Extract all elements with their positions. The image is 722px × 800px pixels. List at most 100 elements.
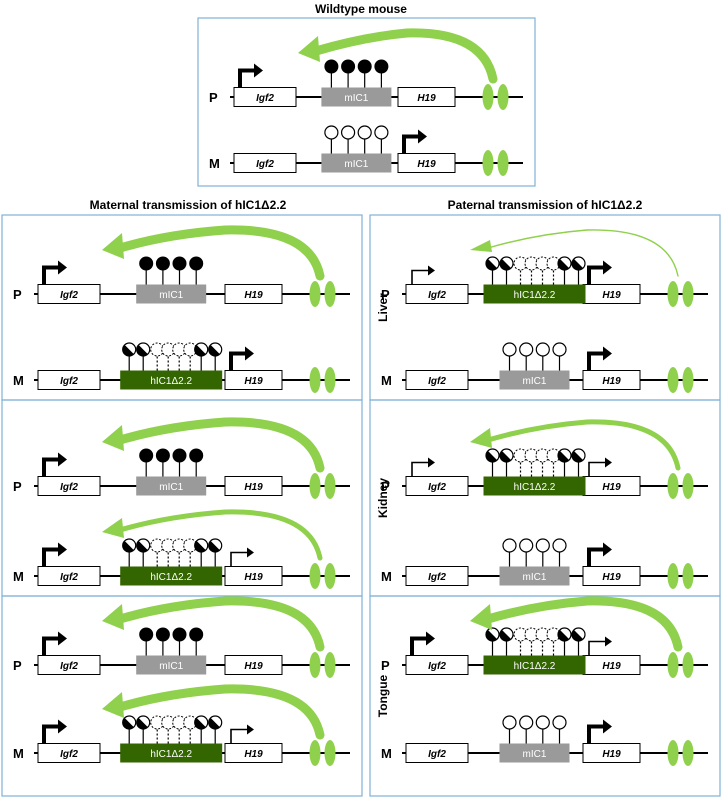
hic1-box bbox=[483, 655, 586, 675]
lollipop-half-fill bbox=[122, 344, 134, 356]
promoter-stem bbox=[42, 457, 58, 477]
h19-gene-box bbox=[397, 87, 456, 107]
half-filled-lollipop-icon bbox=[136, 715, 151, 730]
half-filled-lollipop-icon bbox=[136, 538, 151, 553]
h19-promoter bbox=[230, 547, 254, 567]
igf2-label: Igf2 bbox=[428, 572, 446, 583]
cpg-lollipops bbox=[485, 627, 586, 656]
igf2-promoter bbox=[410, 631, 435, 656]
half-filled-lollipop-icon bbox=[136, 342, 151, 357]
cpg-lollipops bbox=[502, 342, 567, 371]
hic1-label: hIC1Δ2.2 bbox=[150, 376, 192, 387]
mic1-box bbox=[321, 153, 392, 173]
paternal-label: P bbox=[209, 90, 218, 105]
lollipop-half-fill bbox=[208, 540, 220, 552]
enhancer-oval-icon bbox=[324, 473, 336, 499]
promoter-stem bbox=[588, 640, 605, 656]
h19-label: H19 bbox=[602, 572, 621, 583]
enhancer-oval-icon bbox=[324, 563, 336, 589]
enhancer-oval-icon bbox=[482, 84, 494, 110]
igf2-gene-box bbox=[37, 476, 101, 496]
igf2-gene-box bbox=[405, 655, 469, 675]
h19-label: H19 bbox=[417, 159, 436, 170]
loop-arrow-head bbox=[102, 692, 124, 718]
enhancer-oval-icon bbox=[497, 84, 509, 110]
igf2-gene-box bbox=[37, 566, 101, 586]
lollipop-half-fill bbox=[558, 258, 570, 270]
half-filled-lollipop-icon bbox=[571, 256, 586, 271]
half-filled-lollipop-icon bbox=[557, 256, 572, 271]
tissue-label: Tongue bbox=[376, 674, 390, 717]
promoter-stem bbox=[42, 547, 58, 567]
panel-frame bbox=[369, 595, 721, 797]
h19-gene-box bbox=[224, 370, 283, 390]
igf2-gene-box bbox=[405, 566, 469, 586]
promoter-arrow-icon bbox=[605, 636, 612, 647]
open-lollipop-icon bbox=[502, 538, 517, 553]
loop-arrow-head bbox=[470, 240, 492, 252]
lollipop-half-fill bbox=[500, 629, 512, 641]
h19-label: H19 bbox=[602, 376, 621, 387]
promoter-arrow-icon bbox=[247, 724, 254, 735]
promoter-arrow-icon bbox=[603, 346, 612, 361]
enhancer-oval-icon bbox=[324, 281, 336, 307]
promoter-arrow-icon bbox=[605, 457, 612, 468]
open-lollipop-icon bbox=[502, 342, 517, 357]
promoter-stem bbox=[411, 269, 428, 285]
h19-label: H19 bbox=[244, 290, 263, 301]
promoter-arrow-icon bbox=[58, 719, 67, 734]
promoter-stem bbox=[42, 265, 58, 285]
h19-label: H19 bbox=[244, 482, 263, 493]
igf2-gene-box bbox=[233, 87, 297, 107]
enhancer-loop-arrow bbox=[115, 684, 325, 740]
cpg-lollipops bbox=[324, 125, 389, 154]
promoter-stem bbox=[42, 636, 58, 656]
h19-gene-box bbox=[224, 655, 283, 675]
open-lollipop-icon bbox=[340, 125, 356, 140]
paternal-title: Paternal transmission of hIC1Δ2.2 bbox=[448, 198, 643, 212]
mic1-label: mIC1 bbox=[344, 159, 368, 170]
half-filled-lollipop-icon bbox=[208, 715, 223, 730]
enhancer-oval-icon bbox=[309, 740, 321, 766]
igf2-label: Igf2 bbox=[428, 290, 446, 301]
igf2-label: Igf2 bbox=[428, 376, 446, 387]
h19-promoter bbox=[229, 346, 254, 371]
tissue-label: Kidney bbox=[376, 478, 390, 518]
loop-arrow-head bbox=[298, 36, 320, 62]
enhancer-loop-arrow bbox=[117, 509, 323, 561]
igf2-promoter bbox=[42, 631, 67, 656]
promoter-stem bbox=[587, 547, 603, 567]
h19-promoter bbox=[587, 260, 612, 285]
lollipop-half-fill bbox=[194, 344, 206, 356]
enhancer-oval-icon bbox=[682, 473, 694, 499]
hic1-box bbox=[120, 370, 223, 390]
half-filled-lollipop-icon bbox=[499, 256, 514, 271]
lollipop-half-fill bbox=[572, 258, 584, 270]
promoter-arrow-icon bbox=[247, 547, 254, 558]
cpg-lollipops bbox=[485, 448, 586, 477]
open-lollipop-icon bbox=[535, 715, 550, 730]
loop-arrow-head bbox=[102, 604, 124, 630]
open-lollipop-icon bbox=[552, 342, 567, 357]
hic1-box bbox=[120, 566, 223, 586]
igf2-gene-box bbox=[405, 284, 469, 304]
h19-promoter bbox=[230, 724, 254, 744]
open-lollipop-icon bbox=[535, 342, 550, 357]
enhancer-oval-icon bbox=[667, 563, 679, 589]
maternal-label: M bbox=[381, 746, 392, 761]
enhancer-oval-icon bbox=[667, 281, 679, 307]
hic1-label: hIC1Δ2.2 bbox=[150, 749, 192, 760]
cpg-lollipops bbox=[122, 715, 223, 744]
paternal-label: P bbox=[381, 658, 390, 673]
igf2-label: Igf2 bbox=[60, 290, 78, 301]
open-lollipop-icon bbox=[519, 538, 534, 553]
mic1-label: mIC1 bbox=[523, 749, 547, 760]
h19-gene-box bbox=[397, 153, 456, 173]
open-lollipop-icon bbox=[535, 538, 550, 553]
promoter-arrow-icon bbox=[426, 631, 435, 646]
open-lollipop-icon bbox=[502, 715, 517, 730]
